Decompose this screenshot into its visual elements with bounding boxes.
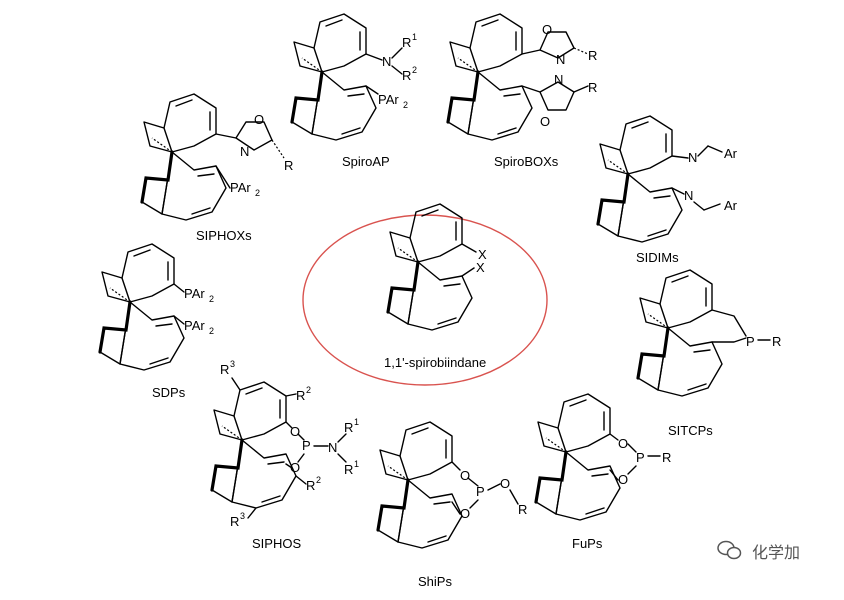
- atom-label: R: [344, 462, 353, 477]
- atom-label: 3: [230, 359, 235, 369]
- wechat-icon: [717, 540, 742, 560]
- atom-label: R: [588, 80, 597, 95]
- atom-label: P: [636, 450, 645, 465]
- ligand-name-spiroap: SpiroAP: [342, 154, 390, 169]
- atom-label: O: [460, 468, 470, 483]
- atom-label: O: [254, 112, 264, 127]
- watermark-text: 化学加: [752, 544, 800, 562]
- atom-label: R: [296, 388, 305, 403]
- spiroboxs-structure: O N R N O R: [446, 12, 597, 142]
- atom-label: R: [284, 158, 293, 173]
- atom-label: R: [772, 334, 781, 349]
- atom-label: 1: [354, 417, 359, 427]
- ligand-name-sitcps: SITCPs: [668, 423, 713, 438]
- atom-label: P: [476, 484, 485, 499]
- atom-label: 2: [403, 100, 408, 110]
- ligand-name-ships: ShiPs: [418, 574, 452, 589]
- atom-label: O: [290, 460, 300, 475]
- atom-label: R: [518, 502, 527, 517]
- sdps-structure: PAr 2 PAr 2: [98, 242, 214, 372]
- atom-label: O: [290, 424, 300, 439]
- atom-label: R: [588, 48, 597, 63]
- atom-label: R: [402, 35, 411, 50]
- atom-label: P: [746, 334, 755, 349]
- atom-label: N: [382, 54, 391, 69]
- atom-label: 1: [412, 32, 417, 42]
- atom-label: N: [554, 72, 563, 87]
- atom-label: N: [240, 144, 249, 159]
- atom-label: 2: [209, 326, 214, 336]
- atom-label: Ar: [724, 146, 738, 161]
- ships-structure: O P O O R: [376, 420, 527, 550]
- atom-label: O: [542, 22, 552, 37]
- atom-label: N: [556, 52, 565, 67]
- atom-label: PAr: [378, 92, 399, 107]
- ligand-name-sdps: SDPs: [152, 385, 186, 400]
- sidims-structure: N Ar N Ar: [596, 114, 738, 244]
- ligand-name-sidims: SIDIMs: [636, 250, 679, 265]
- spiroap-structure: N R 1 R 2 PAr 2: [290, 12, 417, 142]
- sitcps-structure: P R: [636, 268, 781, 398]
- atom-label: PAr: [184, 286, 205, 301]
- atom-label: PAr: [230, 180, 251, 195]
- atom-label: O: [500, 476, 510, 491]
- atom-label: R: [230, 514, 239, 529]
- siphos-structure: R 3 R 2 O P O N R 1 R 1 R 2 R 3: [210, 359, 359, 529]
- ligand-name-siphoxs: SIPHOXs: [196, 228, 252, 243]
- atom-label: R: [306, 478, 315, 493]
- atom-label: 3: [240, 511, 245, 521]
- siphoxs-structure: O N R PAr 2: [140, 92, 293, 222]
- atom-label: O: [618, 472, 628, 487]
- atom-label: O: [618, 436, 628, 451]
- fups-structure: O P O R: [534, 392, 671, 522]
- atom-label: R: [344, 420, 353, 435]
- ligand-name-siphos: SIPHOS: [252, 536, 301, 551]
- atom-label: O: [540, 114, 550, 129]
- atom-label: 1: [354, 459, 359, 469]
- atom-label: 2: [209, 294, 214, 304]
- atom-label: R: [220, 362, 229, 377]
- atom-label: R: [402, 68, 411, 83]
- center-x-label-2: X: [476, 260, 485, 275]
- watermark: 化学加: [717, 540, 800, 562]
- atom-label: 2: [255, 188, 260, 198]
- atom-label: 2: [306, 385, 311, 395]
- center-structure: X X: [386, 202, 487, 332]
- atom-label: Ar: [724, 198, 738, 213]
- atom-label: N: [684, 188, 693, 203]
- center-x-label-1: X: [478, 247, 487, 262]
- atom-label: 2: [316, 475, 321, 485]
- atom-label: P: [302, 438, 311, 453]
- atom-label: R: [662, 450, 671, 465]
- atom-label: O: [460, 506, 470, 521]
- atom-label: PAr: [184, 318, 205, 333]
- center-compound-name: 1,1'-spirobiindane: [384, 355, 486, 370]
- atom-label: N: [688, 150, 697, 165]
- ligand-name-fups: FuPs: [572, 536, 603, 551]
- atom-label: N: [328, 440, 337, 455]
- ligand-name-spiroboxs: SpiroBOXs: [494, 154, 559, 169]
- atom-label: 2: [412, 65, 417, 75]
